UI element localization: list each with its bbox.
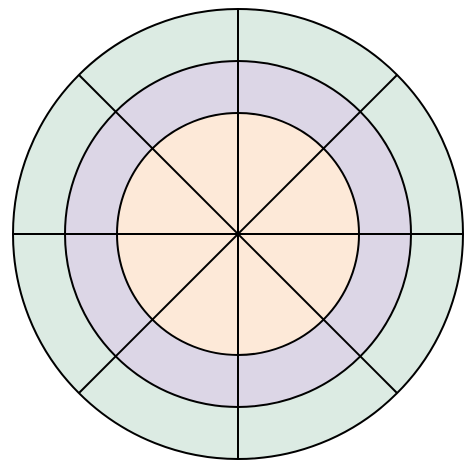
- spoke-diagonal-nw-se: [78, 74, 398, 394]
